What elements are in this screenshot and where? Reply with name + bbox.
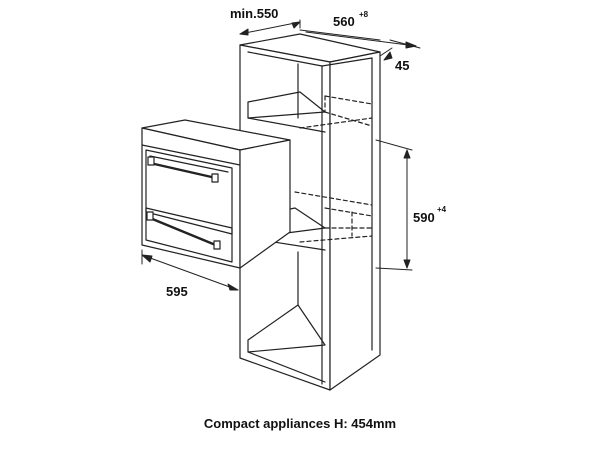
diagram-caption: Compact appliances H: 454mm [203, 416, 397, 431]
appliance-width-label: 595 [166, 284, 188, 299]
min-width-label: min.550 [230, 6, 279, 21]
compact-appliance [141, 119, 291, 269]
depth-label: 560 [333, 14, 355, 29]
depth-tolerance: +8 [359, 10, 369, 19]
hidden-edges [294, 95, 373, 243]
offset-label: 45 [395, 58, 410, 73]
niche-height-tolerance: +4 [437, 205, 447, 214]
dimension-lines [141, 19, 421, 299]
niche-height-label: 590 [413, 210, 435, 225]
